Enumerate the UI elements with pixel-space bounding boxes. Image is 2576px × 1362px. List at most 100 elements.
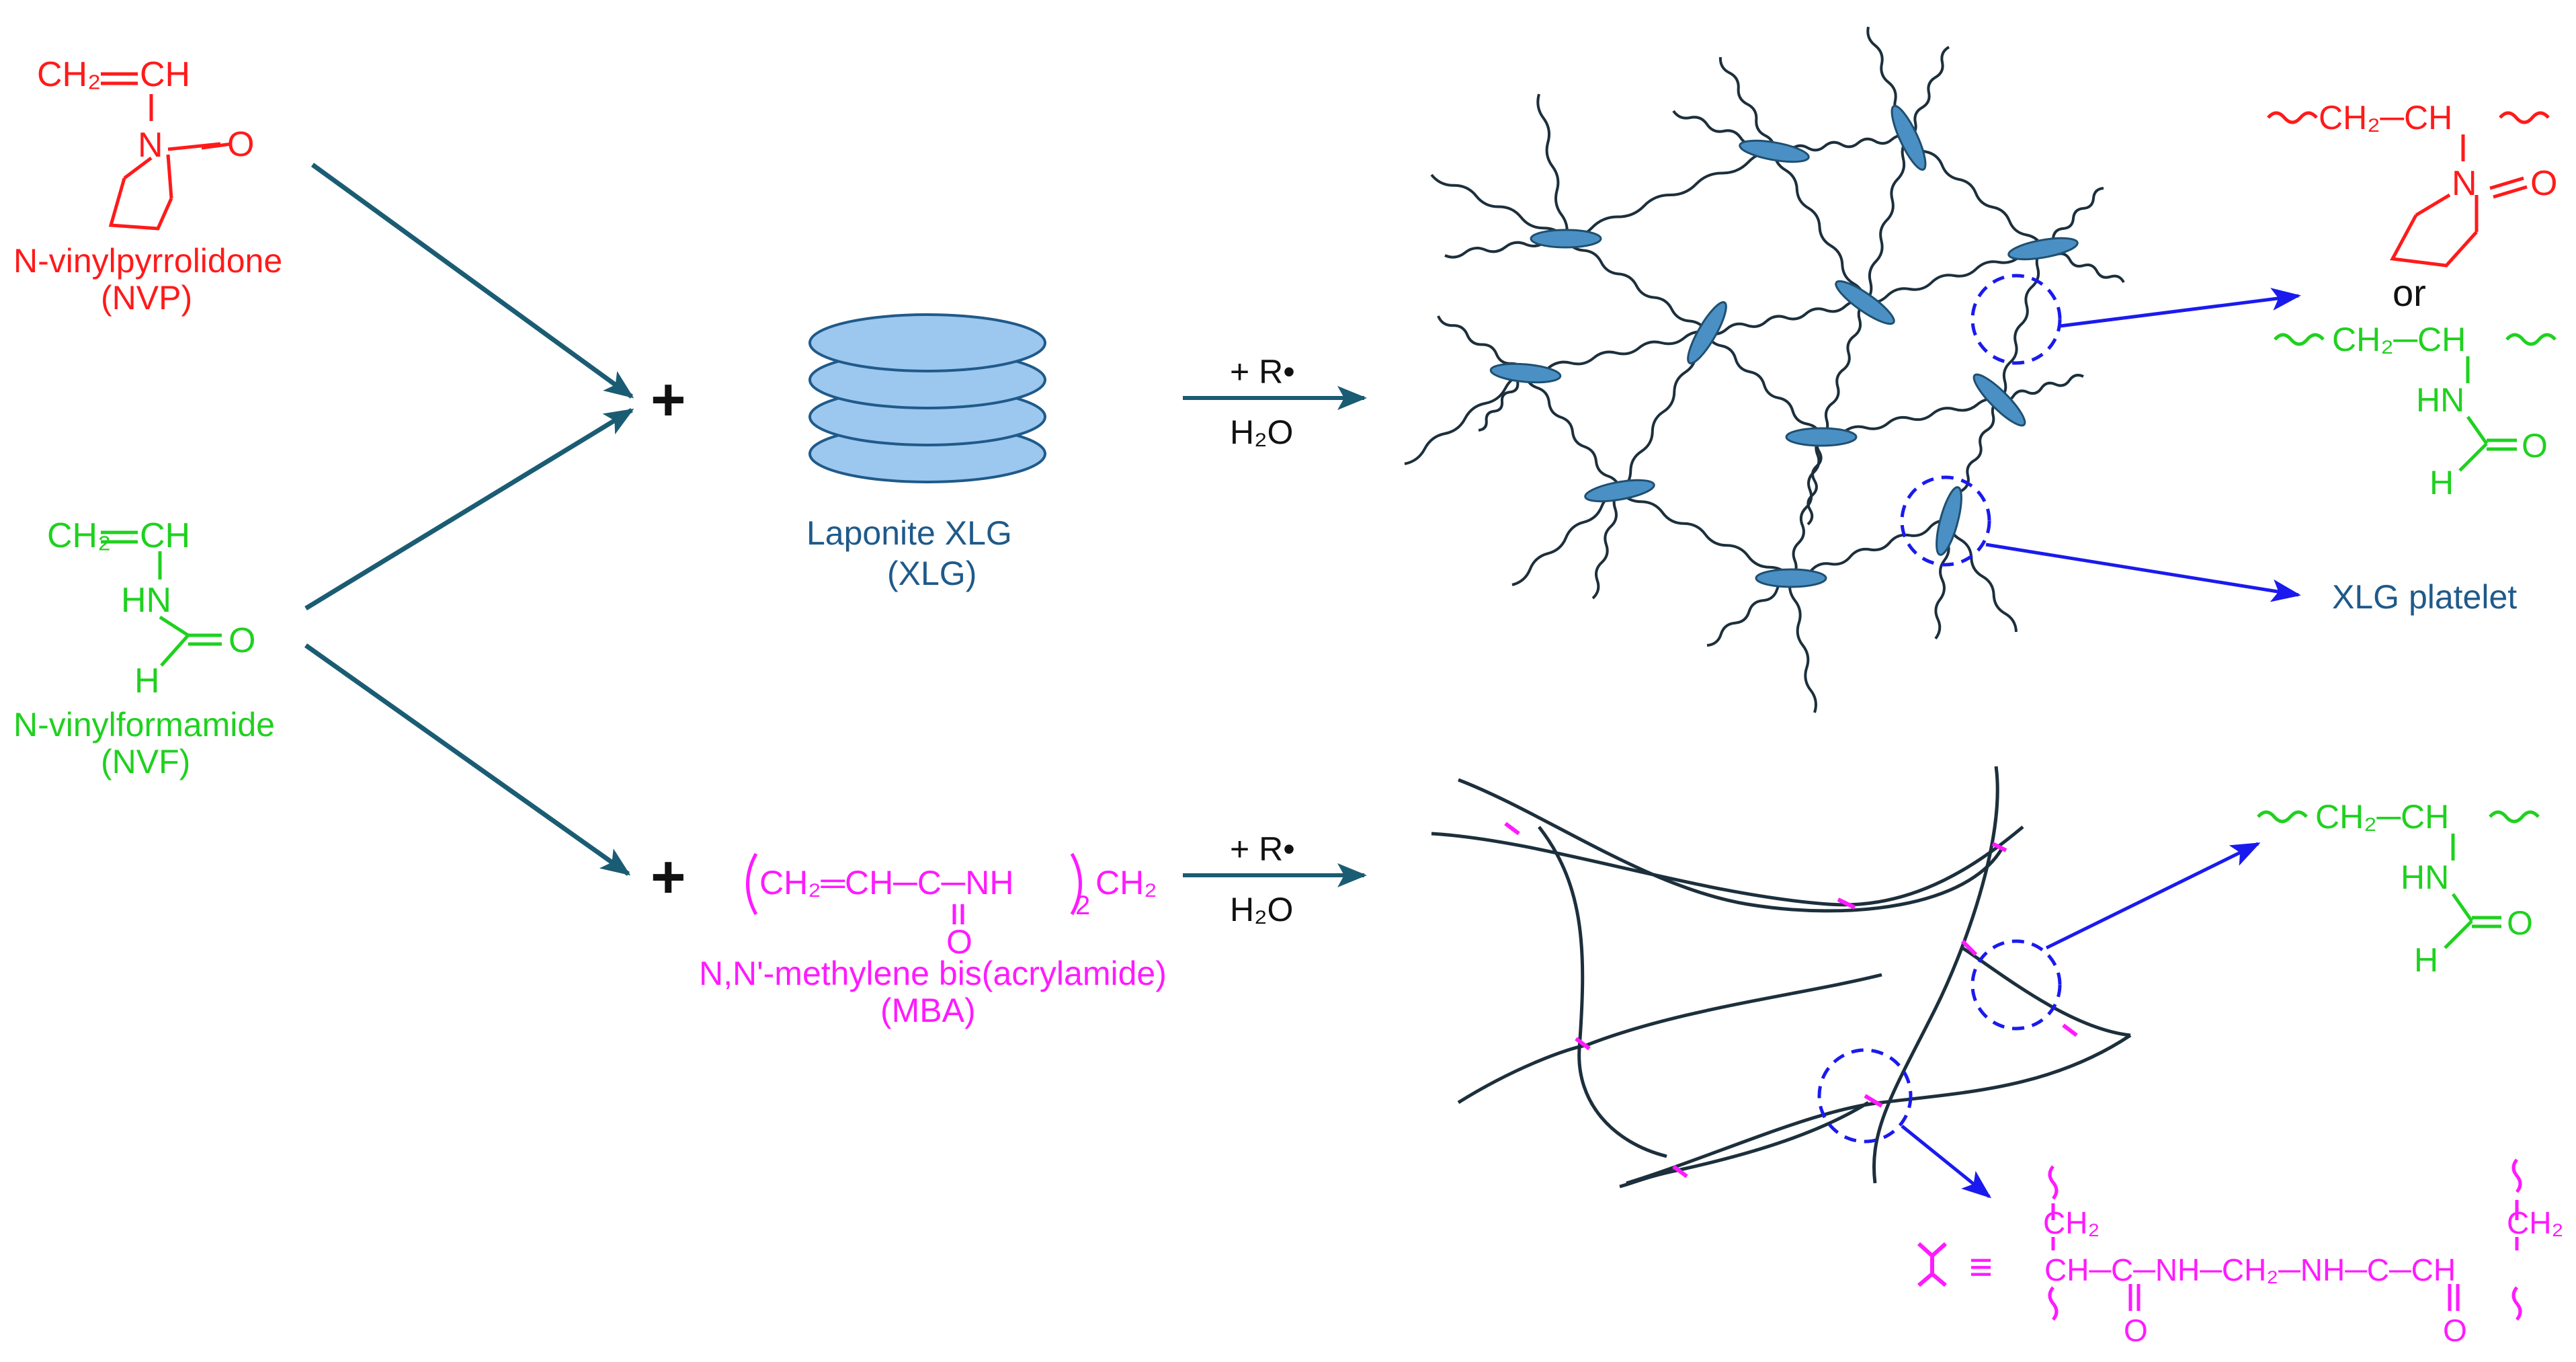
- crosslink-o1: O: [2124, 1313, 2148, 1348]
- dangling-chain: [1718, 56, 1776, 152]
- dangling-chain: [1511, 489, 1620, 586]
- network-chain-link: [1524, 372, 1621, 491]
- network-chain-link: [1820, 301, 1866, 438]
- reagent-top: + R•: [1230, 353, 1295, 391]
- network-chain-link: [1525, 330, 1708, 376]
- nvp-o: O: [227, 125, 254, 164]
- network-chain-7: [1961, 946, 2131, 1037]
- nvf-abbr: (NVF): [101, 743, 190, 780]
- arrow-nvf-to-plus-top: [304, 408, 634, 610]
- dangling-chain: [1806, 436, 1823, 526]
- xlg-platelet: [1972, 373, 2026, 427]
- pvf-bottom-wavy-right: [2489, 810, 2540, 824]
- pvf-bottom-o: O: [2507, 904, 2533, 942]
- network-chain-link: [1998, 247, 2044, 401]
- laponite-stack-icon: [808, 313, 1046, 483]
- crosslink-chain: CH─C─NH─CH₂─NH─C─CH: [2044, 1252, 2456, 1287]
- pvf-bottom-wavy-left: [2257, 810, 2308, 824]
- mba-subscript: 2: [1075, 891, 1090, 920]
- crosslink-points: [1504, 822, 2078, 1178]
- xlg-platelet: [1835, 280, 1895, 325]
- pvp-wavy-left: [2267, 111, 2318, 124]
- conventional-network: [1431, 766, 2132, 1189]
- crosslink-ch2-right: CH₂: [2507, 1205, 2563, 1240]
- mba-abbr: (MBA): [880, 992, 976, 1029]
- dangling-chain: [1430, 173, 1567, 240]
- pvf-top-o: O: [2522, 427, 2548, 465]
- plus-top: +: [651, 366, 686, 434]
- pvf-top-wavy-right: [2505, 333, 2557, 346]
- pvf-top-chain: CH₂─CH: [2332, 321, 2466, 358]
- xlg-platelet-label: XLG platelet: [2332, 578, 2517, 616]
- nvf-o: O: [228, 621, 255, 660]
- crosslink-symbol-icon: [1917, 1242, 1948, 1287]
- dangling-chain: [1404, 372, 1526, 465]
- xlg-platelet: [1687, 301, 1727, 364]
- network-chain-link: [1864, 136, 1910, 304]
- nvp-abbr: (NVP): [101, 279, 192, 317]
- pvp-n: N: [2452, 164, 2477, 203]
- nvf-ch2: CH₂: [47, 516, 111, 555]
- network-chain-8: [1619, 1100, 1870, 1189]
- network-chain-link: [1790, 436, 1823, 579]
- mba-paren-left: [746, 852, 758, 916]
- nvp-name: N-vinylpyrrolidone: [13, 242, 282, 280]
- network-chain-link: [1773, 151, 1866, 303]
- or-label: or: [2393, 272, 2426, 314]
- xlg-platelet: [1530, 229, 1602, 249]
- pvp-chain: CH₂─CH: [2319, 99, 2452, 136]
- pvf-bottom-hn: HN: [2401, 858, 2449, 896]
- nvf-structure: [101, 530, 222, 667]
- xlg-platelet: [1489, 362, 1562, 384]
- nanocomposite-network: [1404, 26, 2125, 713]
- solvent-bottom: H₂O: [1230, 891, 1293, 928]
- pvf-top-h: H: [2429, 464, 2454, 502]
- crosslink-ch2-left: CH₂: [2043, 1205, 2100, 1240]
- reagent-bottom: + R•: [1230, 830, 1295, 868]
- pvp-ring: [2390, 134, 2528, 268]
- xlg-platelet: [1891, 105, 1927, 171]
- nvf-hn: HN: [121, 581, 171, 620]
- dangling-chain: [1907, 46, 1950, 139]
- highlight-circle-crosslink: [1817, 1048, 1913, 1144]
- crosslink-bonds: [2048, 1158, 2522, 1321]
- nvf-name: N-vinylformamide: [13, 706, 275, 744]
- network-chain-link: [1706, 332, 1823, 438]
- pvf-bottom-chain: CH₂─CH: [2315, 798, 2449, 836]
- network-chain-link: [1790, 519, 1950, 580]
- dangling-chain: [1948, 520, 2018, 633]
- network-chain-link: [1907, 137, 2044, 249]
- nvp-structure: [101, 72, 233, 231]
- nvf-h: H: [134, 662, 160, 700]
- dangling-chain: [1706, 577, 1792, 647]
- network-chain-3: [1872, 766, 1999, 1184]
- network-chain-link: [1565, 149, 1775, 241]
- reactant-arrows: [304, 163, 634, 876]
- highlight-circle-platelet: [1900, 475, 1991, 567]
- xlg-platelet: [1785, 427, 1858, 447]
- network-chain-6: [1626, 1033, 2132, 1185]
- pvf-bottom-h: H: [2414, 941, 2438, 979]
- mba-name: N,N'-methylene bis(acrylamide): [699, 955, 1167, 992]
- plus-bottom: +: [651, 844, 686, 911]
- mba-o: O: [946, 923, 972, 961]
- highlight-circle-pvf: [1970, 939, 2062, 1031]
- mba-paren-right: [1070, 852, 1082, 916]
- network-chain-4: [1538, 826, 1667, 1158]
- pvf-bottom-bonds: [2444, 834, 2501, 949]
- network-chain-link: [1864, 247, 2044, 305]
- network-chain-2: [1431, 826, 2024, 907]
- xlg-name: Laponite XLG: [806, 514, 1012, 552]
- pvf-top-wavy-left: [2274, 333, 2325, 346]
- nvp-ch2: CH₂: [37, 55, 101, 94]
- pvf-top-bonds: [2458, 356, 2517, 472]
- dangling-chain: [1591, 489, 1621, 600]
- nvf-ch: CH: [140, 516, 190, 555]
- xlg-platelet: [1584, 479, 1655, 503]
- mba-tail: CH₂: [1095, 864, 1157, 902]
- xlg-platelet: [2007, 237, 2079, 261]
- xlg-platelet: [1936, 486, 1962, 556]
- xlg-platelet: [1739, 139, 1810, 163]
- arrow-nvp-to-plus: [310, 163, 634, 399]
